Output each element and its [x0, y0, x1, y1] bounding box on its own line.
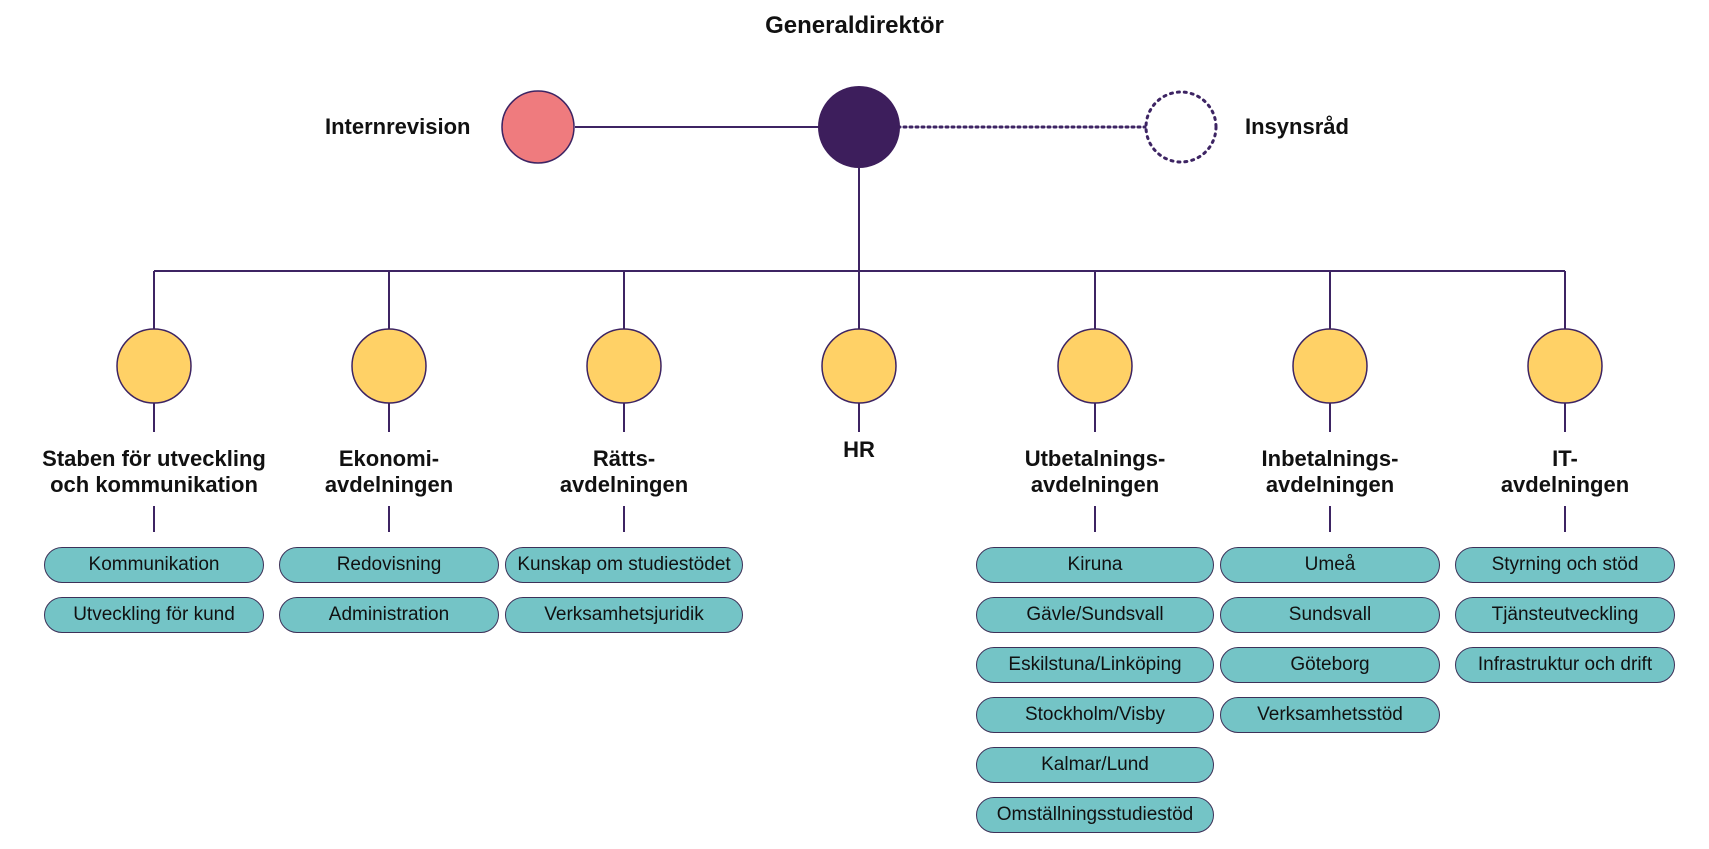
- unit-pill: Verksamhetsstöd: [1220, 697, 1440, 733]
- department-node-1: [351, 328, 427, 404]
- insynsrad-node: [1144, 90, 1218, 164]
- unit-pill: Gävle/Sundsvall: [976, 597, 1214, 633]
- department-node-4: [1057, 328, 1133, 404]
- unit-pill: Utveckling för kund: [44, 597, 264, 633]
- unit-pill: Kiruna: [976, 547, 1214, 583]
- unit-pill: Kommunikation: [44, 547, 264, 583]
- department-label-4: Utbetalnings- avdelningen: [1024, 446, 1166, 497]
- department-label-6: IT- avdelningen: [1500, 446, 1630, 497]
- label-internrevision: Internrevision: [325, 114, 471, 139]
- unit-pill: Infrastruktur och drift: [1455, 647, 1675, 683]
- department-label-1: Ekonomi- avdelningen: [324, 446, 454, 497]
- title-generaldirektor: Generaldirektör: [765, 12, 944, 39]
- unit-pill: Göteborg: [1220, 647, 1440, 683]
- unit-pill: Kalmar/Lund: [976, 747, 1214, 783]
- unit-pill: Sundsvall: [1220, 597, 1440, 633]
- unit-pill: Umeå: [1220, 547, 1440, 583]
- department-label-0: Staben för utveckling och kommunikation: [42, 446, 266, 497]
- department-node-6: [1527, 328, 1603, 404]
- unit-pill: Omställningsstudiestöd: [976, 797, 1214, 833]
- department-label-2: Rätts- avdelningen: [559, 446, 689, 497]
- unit-pill: Stockholm/Visby: [976, 697, 1214, 733]
- unit-pill: Eskilstuna/Linköping: [976, 647, 1214, 683]
- label-insynsrad: Insynsråd: [1245, 114, 1349, 139]
- unit-pill: Administration: [279, 597, 499, 633]
- internrevision-node: [501, 90, 575, 164]
- generaldirektor-node: [818, 86, 900, 168]
- unit-pill: Kunskap om studiestödet: [505, 547, 743, 583]
- department-node-0: [116, 328, 192, 404]
- department-node-3: [821, 328, 897, 404]
- unit-pill: Styrning och stöd: [1455, 547, 1675, 583]
- unit-pill: Tjänsteutveckling: [1455, 597, 1675, 633]
- department-node-5: [1292, 328, 1368, 404]
- unit-pill: Redovisning: [279, 547, 499, 583]
- unit-pill: Verksamhetsjuridik: [505, 597, 743, 633]
- department-node-2: [586, 328, 662, 404]
- department-label-5: Inbetalnings- avdelningen: [1261, 446, 1399, 497]
- department-label-3: HR: [843, 437, 875, 462]
